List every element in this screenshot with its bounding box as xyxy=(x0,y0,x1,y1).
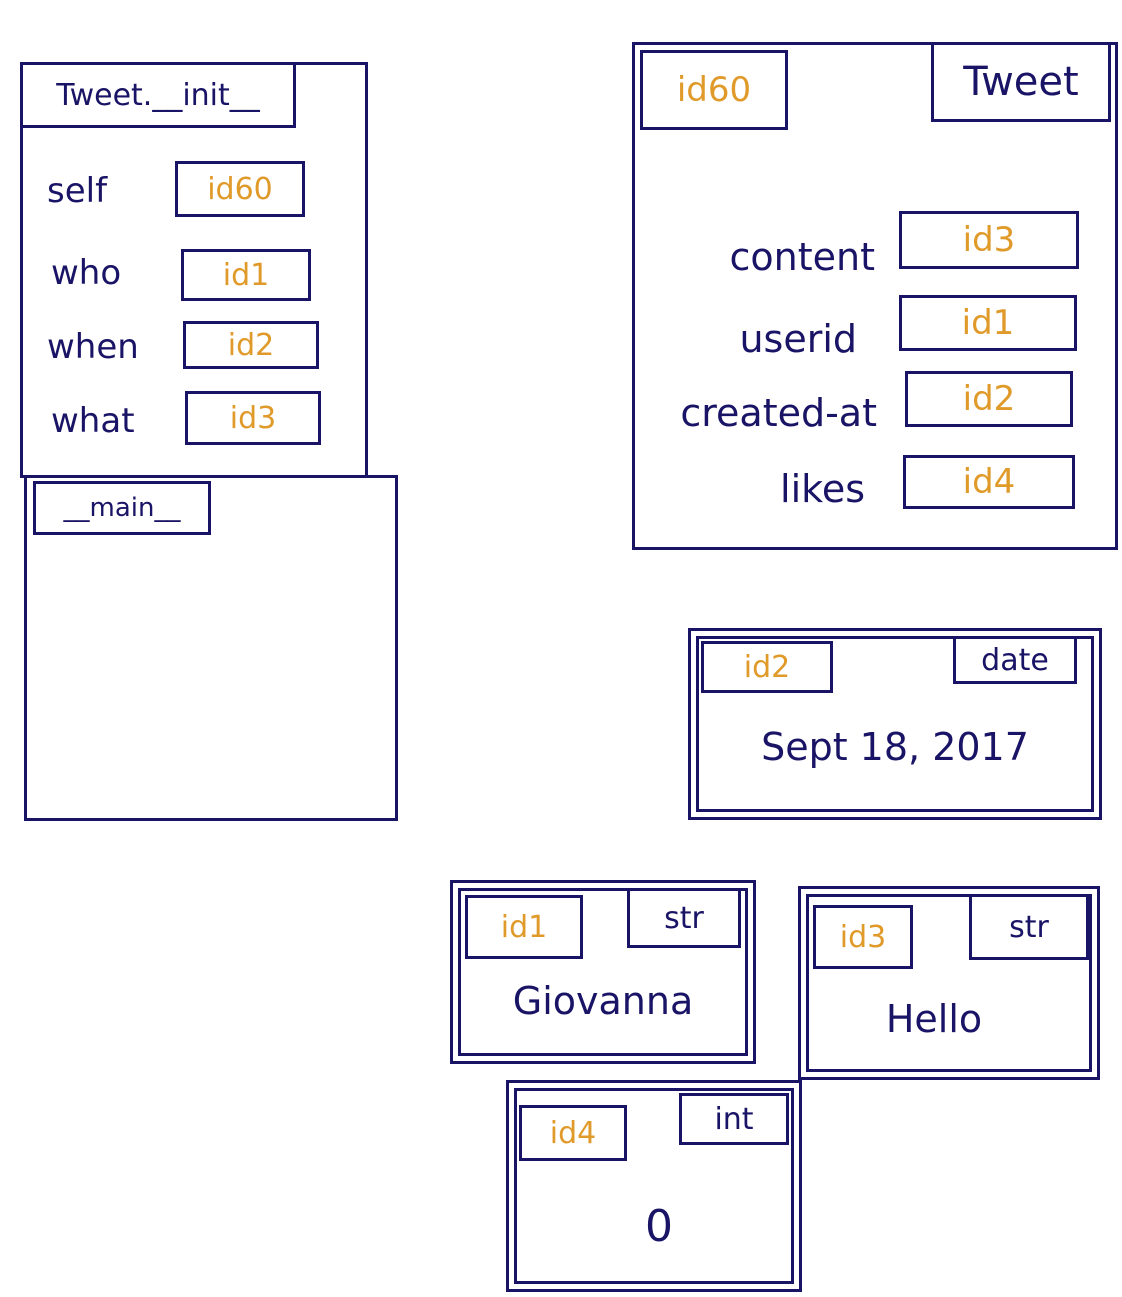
frame-main: __main__ xyxy=(24,475,398,821)
object-id: id60 xyxy=(676,70,752,110)
frame-title-tab: Tweet.__init__ xyxy=(20,62,296,128)
object-int-id4-id: id4 xyxy=(549,1115,597,1151)
object-str-id1-id-tab: id1 xyxy=(465,895,583,959)
object-str-id3-type: str xyxy=(1009,909,1049,945)
frame-main-title: __main__ xyxy=(63,493,181,523)
object-str-id1-type: str xyxy=(664,900,704,936)
attr-label-userid: userid xyxy=(739,317,857,361)
frame-title: Tweet.__init__ xyxy=(56,77,260,113)
var-ref-self: id60 xyxy=(175,161,305,217)
frame-tweet-init: Tweet.__init__ self id60 who id1 when id… xyxy=(20,62,368,478)
object-date: id2 date Sept 18, 2017 xyxy=(688,628,1102,820)
frame-main-title-tab: __main__ xyxy=(33,481,211,535)
attr-ref-likes: id4 xyxy=(903,455,1075,509)
var-ref-when: id2 xyxy=(183,321,319,369)
object-id-tab: id60 xyxy=(640,50,788,130)
var-label-who: who xyxy=(51,253,122,293)
object-str-id3-type-tab: str xyxy=(969,894,1089,960)
var-label-what: what xyxy=(51,401,135,441)
object-tweet: id60 Tweet content id3 userid id1 create… xyxy=(632,42,1118,550)
var-label-self: self xyxy=(47,171,108,211)
attr-label-likes: likes xyxy=(780,467,865,511)
attr-ref-userid: id1 xyxy=(899,295,1077,351)
object-int-id4-id-tab: id4 xyxy=(519,1105,627,1161)
object-str-id3-id-tab: id3 xyxy=(813,905,913,969)
object-date-id: id2 xyxy=(743,649,791,685)
object-date-id-tab: id2 xyxy=(701,641,833,693)
var-ref-who: id1 xyxy=(181,249,311,301)
object-str-id1-id: id1 xyxy=(500,909,548,945)
var-ref-what: id3 xyxy=(185,391,321,445)
object-int-id4-type: int xyxy=(714,1101,754,1137)
attr-label-content: content xyxy=(729,235,876,279)
attr-label-created-at: created-at xyxy=(680,391,877,435)
object-str-id1-value: Giovanna xyxy=(512,979,694,1023)
attr-ref-content: id3 xyxy=(899,211,1079,269)
object-type: Tweet xyxy=(963,59,1079,105)
object-str-id1: id1 str Giovanna xyxy=(450,880,756,1064)
object-str-id1-type-tab: str xyxy=(627,888,741,948)
object-int-id4-type-tab: int xyxy=(679,1093,789,1145)
object-str-id3: id3 str Hello xyxy=(798,886,1100,1080)
object-date-type-tab: date xyxy=(953,636,1077,684)
object-int-id4: id4 int 0 xyxy=(506,1080,802,1292)
object-str-id3-id: id3 xyxy=(839,919,887,955)
object-int-id4-value: 0 xyxy=(645,1201,673,1252)
object-str-id3-value: Hello xyxy=(885,997,983,1041)
object-date-value: Sept 18, 2017 xyxy=(761,725,1029,769)
attr-ref-created-at: id2 xyxy=(905,371,1073,427)
object-date-type: date xyxy=(981,642,1049,678)
var-label-when: when xyxy=(47,327,139,367)
object-type-tab: Tweet xyxy=(931,42,1111,122)
